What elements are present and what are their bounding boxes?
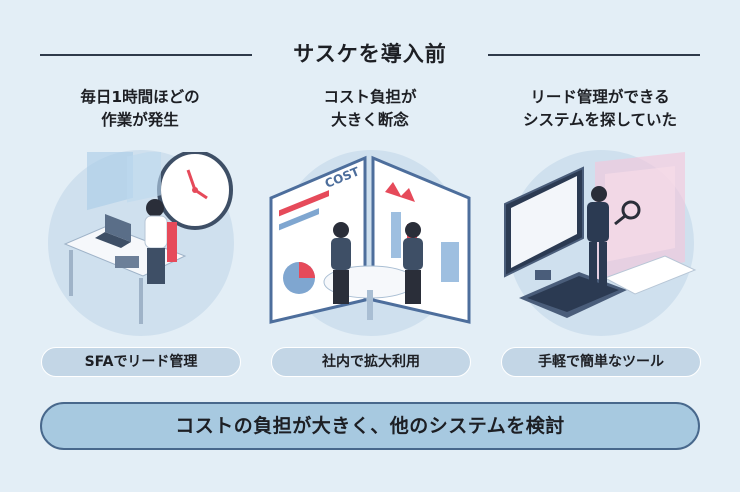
- pill-easy-tool: 手軽で簡単なツール: [501, 347, 701, 377]
- title-divider-right: [488, 54, 700, 56]
- pill-sfa: SFAでリード管理: [41, 347, 241, 377]
- caption-line-1: リード管理ができる: [530, 88, 670, 106]
- pill-internal-use: 社内で拡大利用: [271, 347, 471, 377]
- column-caption: リード管理ができる システムを探していた: [495, 86, 705, 134]
- caption-line-2: 作業が発生: [101, 111, 179, 129]
- column-caption: 毎日1時間ほどの 作業が発生: [35, 86, 245, 134]
- column-search-tool: リード管理ができる システムを探していた 手軽で簡単なツール: [495, 86, 705, 377]
- column-cost: コスト負担が 大きく断念 COST 社内で拡大利用: [265, 86, 475, 377]
- title-divider-left: [40, 54, 252, 56]
- page-title: サスケを導入前: [293, 42, 447, 66]
- caption-line-1: 毎日1時間ほどの: [80, 88, 200, 106]
- caption-line-1: コスト負担が: [323, 88, 417, 106]
- office-worker-clock-icon: [63, 152, 233, 324]
- column-caption: コスト負担が 大きく断念: [265, 86, 475, 134]
- caption-line-2: システムを探していた: [522, 111, 678, 129]
- conclusion-banner: コストの負担が大きく、他のシステムを検討: [40, 402, 700, 450]
- search-monitor-icon: [504, 152, 697, 318]
- cost-meeting-icon: COST: [269, 155, 471, 324]
- column-daily-work: 毎日1時間ほどの 作業が発生 SFAでリード管理: [35, 86, 245, 377]
- title-row: サスケを導入前: [40, 38, 700, 68]
- caption-line-2: 大きく断念: [331, 111, 409, 129]
